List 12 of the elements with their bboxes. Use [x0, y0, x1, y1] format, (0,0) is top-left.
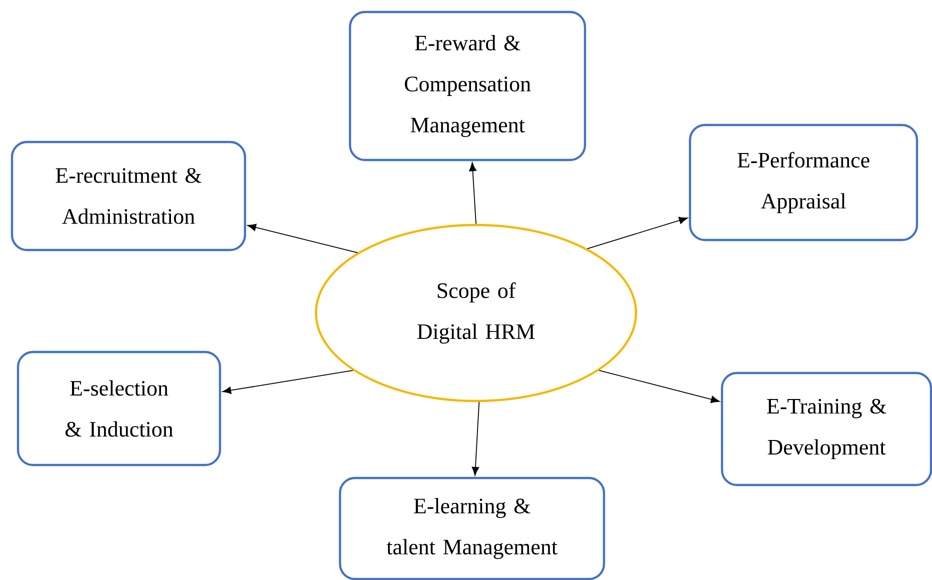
arrow	[469, 162, 476, 224]
arrow	[587, 216, 688, 250]
scope-box: E-reward & Compensation Management	[348, 10, 586, 162]
scope-box: E-selection & Induction	[16, 350, 222, 466]
scope-box: E-Performance Appraisal	[688, 124, 918, 242]
arrow	[598, 370, 720, 403]
arrow	[247, 224, 358, 254]
arrow	[222, 370, 354, 394]
scope-box: E-Training & Development	[720, 372, 932, 486]
scope-box: E-recruitment & Administration	[10, 140, 246, 252]
arrow	[472, 402, 480, 476]
scope-box: E-learning & talent Management	[338, 476, 606, 580]
